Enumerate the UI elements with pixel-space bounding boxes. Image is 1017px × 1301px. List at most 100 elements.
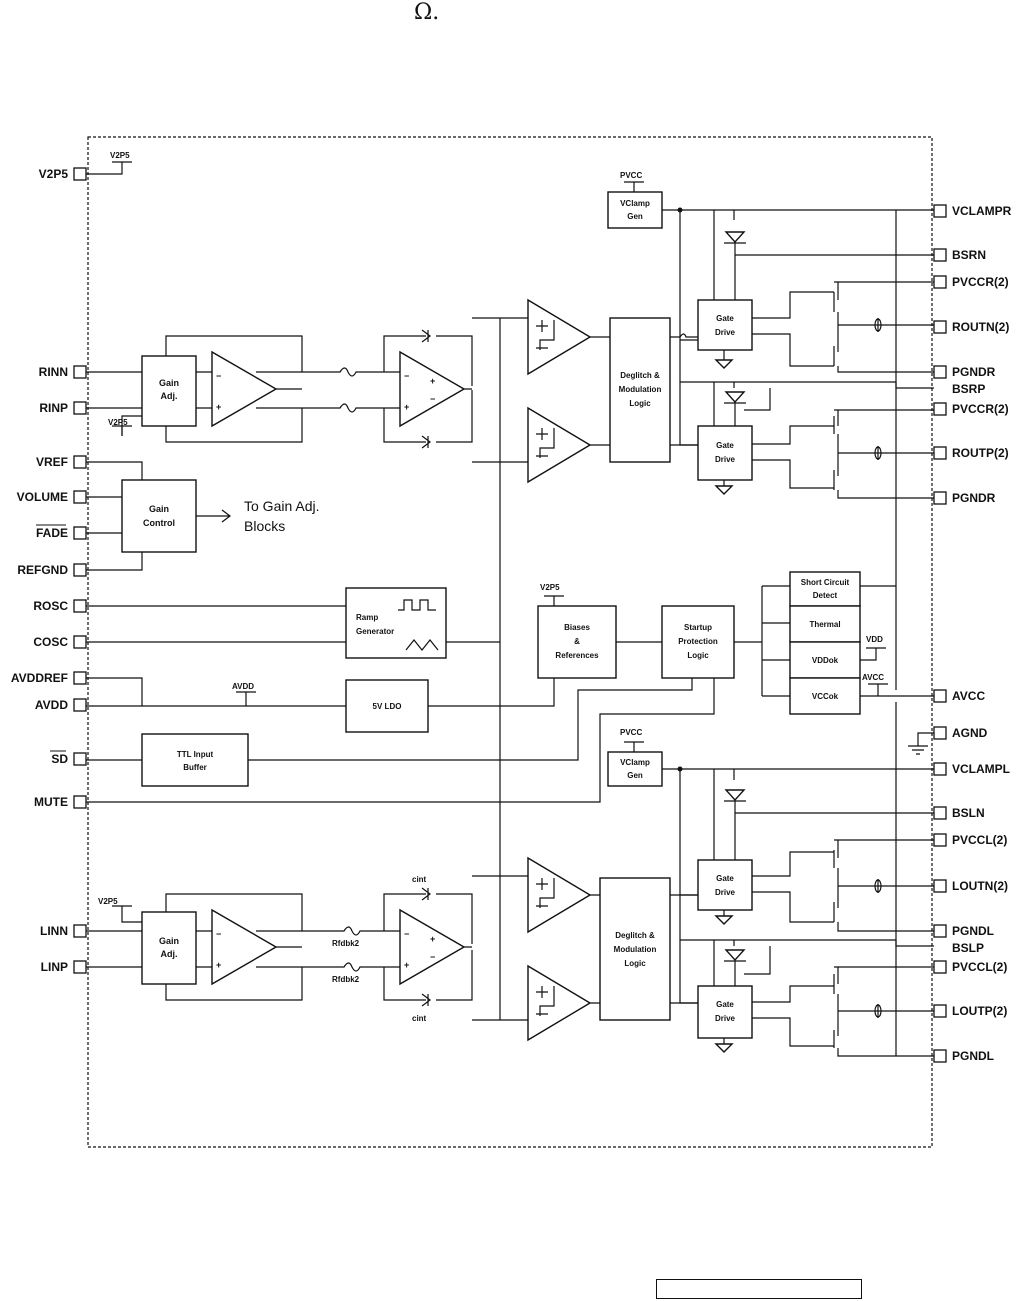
pin-vclampr: VCLAMPR bbox=[952, 204, 1012, 218]
v2p5-top-label: V2P5 bbox=[110, 151, 130, 160]
svg-text:Logic: Logic bbox=[629, 399, 651, 408]
pin-rosc: ROSC bbox=[33, 599, 68, 613]
svg-text:References: References bbox=[555, 651, 599, 660]
svg-text:cint: cint bbox=[412, 1014, 427, 1023]
svg-text:Adj.: Adj. bbox=[161, 949, 178, 959]
left-output-stage: VClamp Gen PVCC Gate Drive Gate Drive bbox=[607, 702, 934, 1057]
pin-pgndl-1: PGNDL bbox=[952, 924, 994, 938]
svg-text:Modulation: Modulation bbox=[619, 385, 662, 394]
svg-text:Deglitch &: Deglitch & bbox=[615, 931, 655, 940]
svg-text:5V LDO: 5V LDO bbox=[373, 702, 402, 711]
svg-text:VDD: VDD bbox=[866, 635, 883, 644]
pin-vclampl: VCLAMPL bbox=[952, 762, 1010, 776]
svg-text:+: + bbox=[404, 402, 409, 412]
biases: Biases & References V2P5 bbox=[428, 583, 662, 707]
pin-bsln: BSLN bbox=[952, 806, 985, 820]
ldo: AVDD 5V LDO bbox=[86, 677, 429, 733]
svg-text:Drive: Drive bbox=[715, 1014, 736, 1023]
pin-linp: LINP bbox=[41, 960, 68, 974]
svg-text:+: + bbox=[216, 402, 221, 412]
svg-text:+: + bbox=[216, 960, 221, 970]
svg-text:Rfdbk2: Rfdbk2 bbox=[332, 939, 360, 948]
protection-blocks: Short Circuit Detect Thermal VDDok VCCok… bbox=[789, 571, 934, 715]
pin-pvccr-2: PVCCR(2) bbox=[952, 402, 1009, 416]
pin-pvccl-2: PVCCL(2) bbox=[952, 960, 1007, 974]
svg-text:Protection: Protection bbox=[678, 637, 718, 646]
svg-text:Gain: Gain bbox=[159, 378, 179, 388]
svg-text:−: − bbox=[404, 371, 409, 381]
svg-text:Startup: Startup bbox=[684, 623, 712, 632]
startup-logic: Startup Protection Logic bbox=[86, 585, 790, 803]
svg-text:Gain: Gain bbox=[149, 504, 169, 514]
svg-text:Gate: Gate bbox=[716, 874, 734, 883]
left-comparators: Deglitch & Modulation Logic bbox=[527, 856, 671, 1042]
svg-text:Rfdbk2: Rfdbk2 bbox=[332, 975, 360, 984]
right-output-stage: VClamp Gen PVCC Gate Drive Gate Drive bbox=[607, 171, 934, 690]
svg-text:Gate: Gate bbox=[716, 441, 734, 450]
pin-refgnd: REFGND bbox=[17, 563, 68, 577]
svg-text:VCCok: VCCok bbox=[812, 692, 839, 701]
ramp-generator: Ramp Generator bbox=[86, 587, 500, 659]
left-pin-labels: V2P5 RINN RINP VREF VOLUME FADE REFGND R… bbox=[11, 167, 68, 974]
svg-text:Deglitch &: Deglitch & bbox=[620, 371, 660, 380]
svg-text:Generator: Generator bbox=[356, 627, 394, 636]
svg-text:Control: Control bbox=[143, 518, 175, 528]
pin-pvccl-1: PVCCL(2) bbox=[952, 833, 1007, 847]
svg-text:&: & bbox=[574, 637, 580, 646]
svg-text:+: + bbox=[404, 960, 409, 970]
svg-text:Gate: Gate bbox=[716, 314, 734, 323]
pin-volume: VOLUME bbox=[17, 490, 68, 504]
svg-text:Thermal: Thermal bbox=[809, 620, 840, 629]
to-gain-adj-label: To Gain Adj. bbox=[244, 498, 320, 514]
pin-vref: VREF bbox=[36, 455, 68, 469]
right-input-stage: Gain Adj. V2P5 − + − + + − bbox=[86, 317, 530, 463]
pin-routp: ROUTP(2) bbox=[952, 446, 1009, 460]
svg-text:VDDok: VDDok bbox=[812, 656, 839, 665]
pin-avdd: AVDD bbox=[35, 698, 68, 712]
svg-text:Logic: Logic bbox=[624, 959, 646, 968]
left-pins bbox=[73, 167, 87, 974]
svg-text:Logic: Logic bbox=[687, 651, 709, 660]
svg-text:cint: cint bbox=[412, 875, 427, 884]
svg-text:−: − bbox=[216, 371, 221, 381]
svg-text:−: − bbox=[404, 929, 409, 939]
left-input-stage: Gain Adj. V2P5 − + Rfdbk2 Rfdbk2 − + + −… bbox=[86, 875, 530, 1023]
pin-routn: ROUTN(2) bbox=[952, 320, 1009, 334]
svg-text:Drive: Drive bbox=[715, 455, 736, 464]
pin-pgndr-2: PGNDR bbox=[952, 491, 996, 505]
blocks-label: Blocks bbox=[244, 518, 285, 534]
svg-text:Biases: Biases bbox=[564, 623, 590, 632]
footer-box bbox=[656, 1279, 862, 1299]
svg-text:Gate: Gate bbox=[716, 1000, 734, 1009]
svg-text:Short Circuit: Short Circuit bbox=[801, 578, 850, 587]
right-pin-labels: VCLAMPR BSRN PVCCR(2) ROUTN(2) PGNDR BSR… bbox=[952, 204, 1012, 1063]
pin-pgndl-2: PGNDL bbox=[952, 1049, 994, 1063]
pin-pvccr-1: PVCCR(2) bbox=[952, 275, 1009, 289]
svg-text:Buffer: Buffer bbox=[183, 763, 207, 772]
ttl-buffer: TTL Input Buffer bbox=[86, 733, 249, 787]
pin-bslp: BSLP bbox=[952, 941, 984, 955]
svg-text:VClamp: VClamp bbox=[620, 199, 650, 208]
pin-fade: FADE bbox=[36, 526, 68, 540]
svg-text:Modulation: Modulation bbox=[614, 945, 657, 954]
svg-text:Ramp: Ramp bbox=[356, 613, 378, 622]
svg-text:Drive: Drive bbox=[715, 328, 736, 337]
pin-linn: LINN bbox=[40, 924, 68, 938]
svg-text:TTL Input: TTL Input bbox=[177, 750, 214, 759]
svg-text:Gen: Gen bbox=[627, 771, 643, 780]
pin-mute: MUTE bbox=[34, 795, 68, 809]
pin-bsrn: BSRN bbox=[952, 248, 986, 262]
pin-avcc: AVCC bbox=[952, 689, 985, 703]
svg-text:Adj.: Adj. bbox=[161, 391, 178, 401]
svg-text:V2P5: V2P5 bbox=[108, 418, 128, 427]
svg-text:V2P5: V2P5 bbox=[540, 583, 560, 592]
svg-text:VClamp: VClamp bbox=[620, 758, 650, 767]
pin-rinn: RINN bbox=[39, 365, 68, 379]
pin-agnd: AGND bbox=[952, 726, 988, 740]
svg-text:−: − bbox=[430, 952, 435, 962]
svg-text:Detect: Detect bbox=[813, 591, 838, 600]
svg-text:+: + bbox=[430, 376, 435, 386]
svg-text:Gen: Gen bbox=[627, 212, 643, 221]
svg-text:PVCC: PVCC bbox=[620, 728, 642, 737]
